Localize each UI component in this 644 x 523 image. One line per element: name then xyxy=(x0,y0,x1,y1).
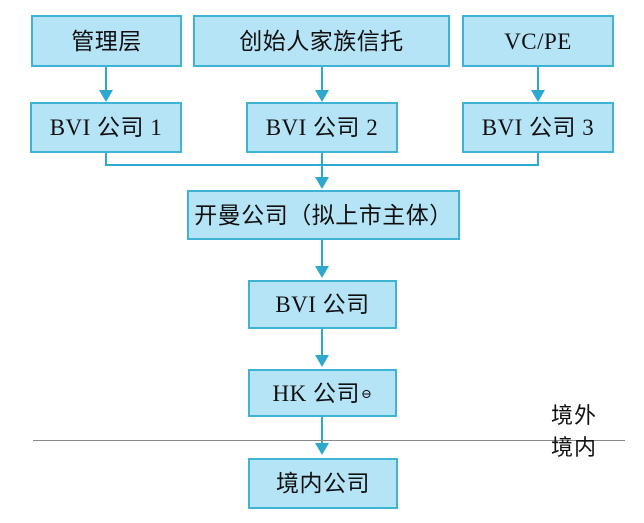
node-bvi-3[interactable]: BVI 公司 3 xyxy=(462,102,614,153)
node-bvi-2-label: BVI 公司 2 xyxy=(265,115,379,140)
node-bvi-1-label: BVI 公司 1 xyxy=(49,115,163,140)
boundary-label-domestic: 境内 xyxy=(551,435,598,460)
edge-bus-to-cayman-arrowhead xyxy=(315,177,329,189)
node-founder-trust[interactable]: 创始人家族信托 xyxy=(193,15,450,67)
onshore-offshore-divider xyxy=(33,440,625,441)
node-vc-pe-label: VC/PE xyxy=(504,28,572,54)
edge-bvi1-drop xyxy=(105,153,107,166)
edge-bus-to-cayman xyxy=(321,164,323,179)
edge-vcpe-to-bvi3 xyxy=(537,67,539,93)
edge-trust-to-bvi2 xyxy=(321,67,323,93)
edge-hk-to-domestic-arrowhead xyxy=(315,443,329,455)
edge-bvi-to-hk xyxy=(321,329,323,357)
node-management-label: 管理层 xyxy=(71,28,142,54)
node-cayman-label: 开曼公司（拟上市主体） xyxy=(194,202,453,228)
node-hk[interactable]: HK 公司⊖ xyxy=(248,369,397,417)
node-domestic[interactable]: 境内公司 xyxy=(248,458,398,509)
node-hk-label: HK 公司 xyxy=(272,380,361,406)
footnote-marker-icon: ⊖ xyxy=(361,385,373,401)
edge-hk-to-domestic xyxy=(321,417,323,445)
edge-bvi-to-hk-arrowhead xyxy=(315,355,329,367)
edge-cayman-to-bvi xyxy=(321,240,323,268)
boundary-label-overseas: 境外 xyxy=(551,403,598,428)
node-management[interactable]: 管理层 xyxy=(31,15,182,67)
edge-cayman-to-bvi-arrowhead xyxy=(315,266,329,278)
node-domestic-label: 境内公司 xyxy=(276,471,370,496)
edge-bvi3-drop xyxy=(537,153,539,166)
node-bvi[interactable]: BVI 公司 xyxy=(248,280,397,329)
edge-bvi2-drop xyxy=(321,153,323,166)
edge-management-to-bvi1 xyxy=(105,67,107,93)
node-cayman[interactable]: 开曼公司（拟上市主体） xyxy=(187,190,460,240)
node-bvi-label: BVI 公司 xyxy=(275,292,370,317)
node-vc-pe[interactable]: VC/PE xyxy=(462,15,614,67)
node-bvi-3-label: BVI 公司 3 xyxy=(481,115,595,140)
node-bvi-1[interactable]: BVI 公司 1 xyxy=(30,102,182,153)
edge-management-to-bvi1-arrowhead xyxy=(99,90,113,102)
edge-vcpe-to-bvi3-arrowhead xyxy=(531,90,545,102)
edge-trust-to-bvi2-arrowhead xyxy=(315,90,329,102)
node-bvi-2[interactable]: BVI 公司 2 xyxy=(246,102,398,153)
node-founder-trust-label: 创始人家族信托 xyxy=(239,28,404,54)
